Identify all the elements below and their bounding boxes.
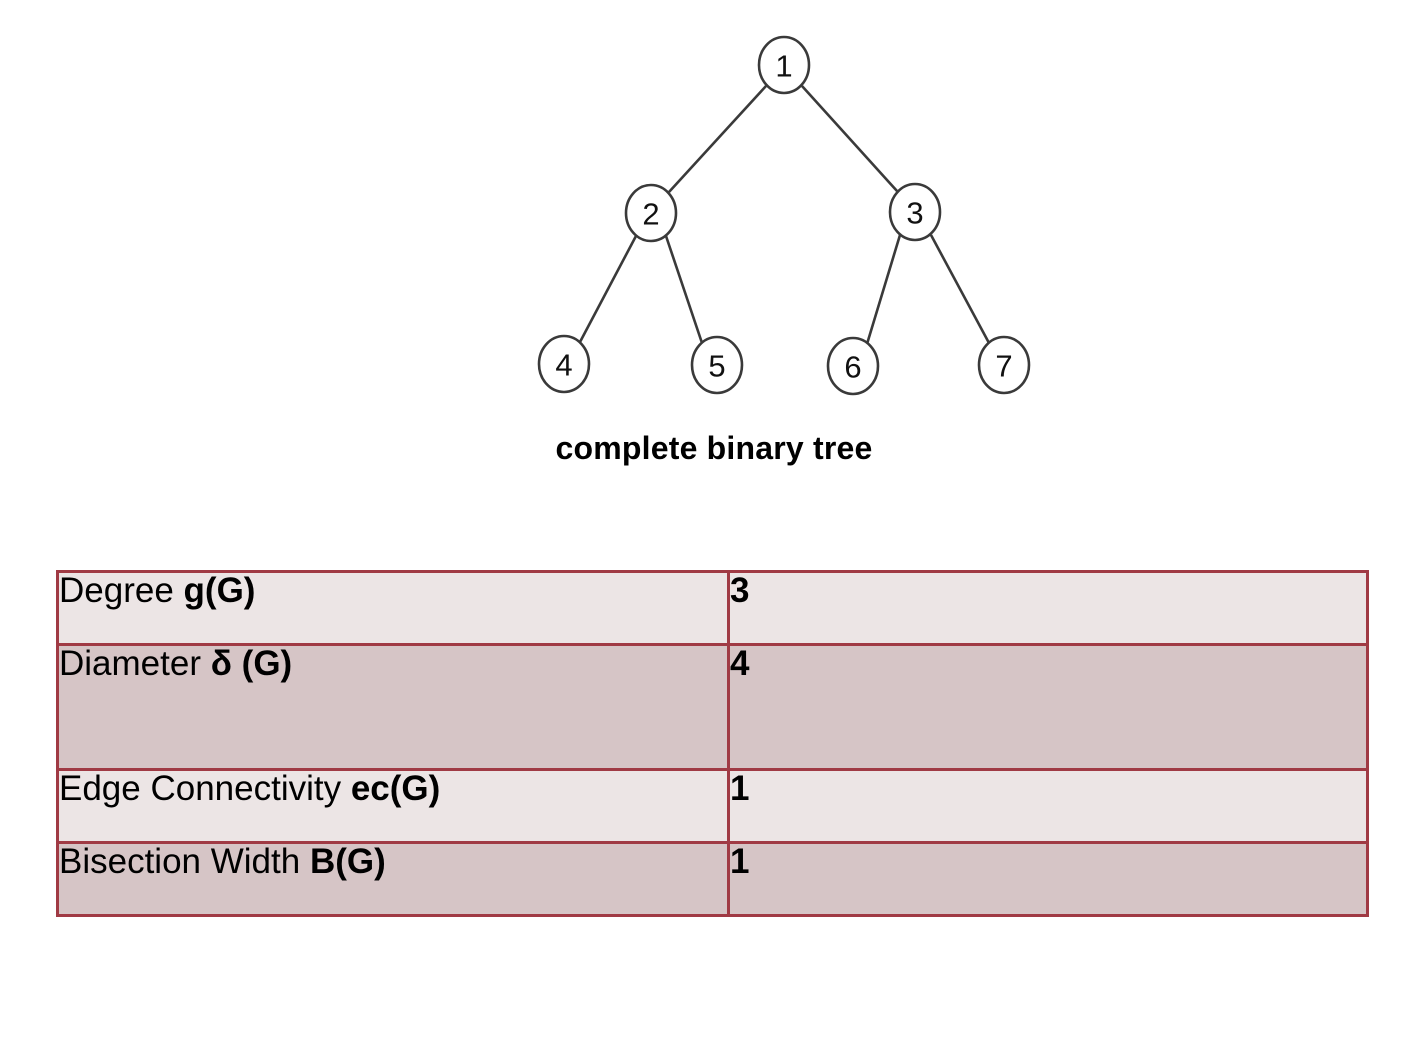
metric-value-cell: 1: [727, 841, 1369, 917]
graph-metrics-table: Degree g(G) 3 Diameter δ (G) 4 Edge Conn…: [56, 570, 1369, 917]
metric-symbol-text: B(G): [309, 842, 386, 881]
tree-edges: [578, 85, 991, 345]
tree-node-2: 2: [624, 183, 678, 243]
metric-value-cell: 4: [727, 643, 1369, 771]
metric-symbol-text: δ (G): [210, 644, 293, 683]
node-label-4: 4: [555, 348, 572, 383]
metric-label-cell: Bisection Width B(G): [56, 841, 730, 917]
binary-tree-figure: 1 2 3 4 5 6 7 complete binary tree: [0, 0, 1428, 500]
tree-node-1: 1: [757, 35, 811, 95]
node-circle-2: [624, 183, 678, 243]
node-label-3: 3: [906, 196, 923, 231]
tree-node-7: 7: [977, 335, 1031, 395]
node-label-1: 1: [775, 49, 792, 84]
metric-value-cell: 1: [727, 768, 1369, 844]
node-label-7: 7: [995, 349, 1012, 384]
node-circle-7: [977, 335, 1031, 395]
tree-node-5: 5: [690, 335, 744, 395]
metric-label-text: Edge Connectivity: [59, 769, 351, 808]
node-label-2: 2: [642, 197, 659, 232]
node-circle-4: [537, 334, 591, 394]
metric-label-cell: Diameter δ (G): [56, 643, 730, 771]
node-circle-1: [757, 35, 811, 95]
tree-node-6: 6: [826, 336, 880, 396]
table-row: Degree g(G) 3: [56, 570, 1369, 646]
table-row: Diameter δ (G) 4: [56, 643, 1369, 771]
node-circle-6: [826, 336, 880, 396]
edge-2-4: [578, 235, 638, 343]
metric-symbol-text: g(G): [183, 571, 256, 610]
node-label-5: 5: [708, 349, 725, 384]
table-row: Bisection Width B(G) 1: [56, 841, 1369, 917]
node-circle-3: [888, 182, 942, 242]
metric-value-cell: 3: [727, 570, 1369, 646]
node-circle-5: [690, 335, 744, 395]
edge-1-2: [668, 85, 767, 193]
edge-3-7: [929, 234, 991, 344]
edge-1-3: [801, 85, 898, 192]
metric-label-text: Diameter: [59, 644, 211, 683]
edge-3-6: [865, 234, 902, 345]
metric-label-text: Degree: [59, 571, 184, 610]
metric-label-cell: Degree g(G): [56, 570, 730, 646]
metric-symbol-text: ec(G): [350, 769, 441, 808]
tree-node-4: 4: [537, 334, 591, 394]
binary-tree-diagram: 1 2 3 4 5 6 7: [537, 35, 1031, 396]
figure-caption: complete binary tree: [555, 430, 873, 466]
metric-label-text: Bisection Width: [59, 842, 310, 881]
edge-2-5: [664, 235, 704, 344]
node-label-6: 6: [844, 350, 861, 385]
tree-node-3: 3: [888, 182, 942, 242]
table-row: Edge Connectivity ec(G) 1: [56, 768, 1369, 844]
metric-label-cell: Edge Connectivity ec(G): [56, 768, 730, 844]
